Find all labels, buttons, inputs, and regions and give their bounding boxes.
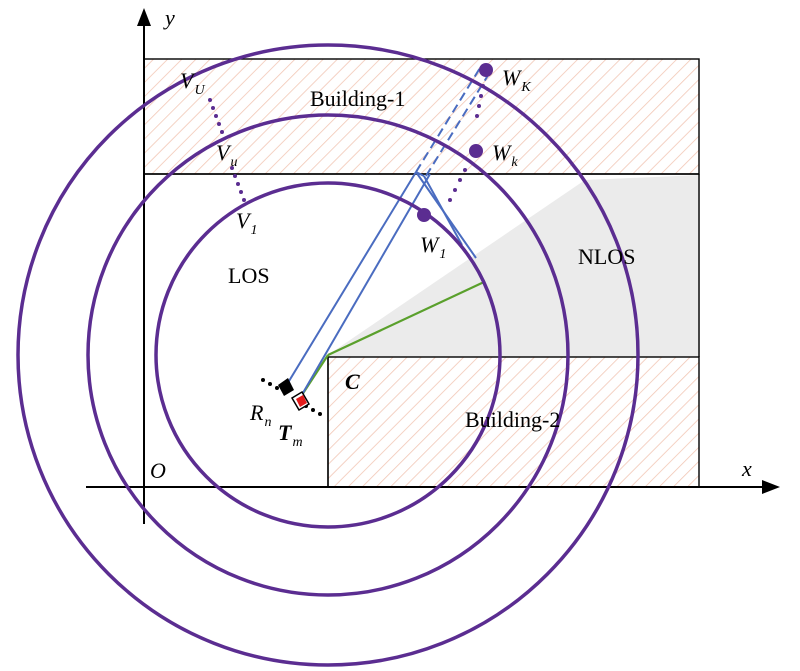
blue-ray-a [285,171,417,387]
corner-label: C [345,369,360,394]
circle-middle [86,113,570,597]
point-w-k [469,144,483,158]
w-trajectory-dots [448,84,485,202]
axis-x-label: x [741,456,752,481]
v-1-label: V1 [236,208,257,238]
circle-outer [16,43,640,667]
point-w-K [479,63,493,77]
v-U-label: VU [180,68,205,98]
circle-inner [154,181,502,529]
v-u-label: Vu [216,140,237,170]
building-2-label: Building-2 [465,407,560,432]
origin-label: O [150,458,166,483]
w-k-label: Wk [492,140,518,170]
receiver-marker-icon [278,378,294,396]
v-trajectory-dots [208,98,246,202]
blue-ray-b [299,173,431,399]
los-label: LOS [228,263,270,288]
building-1-label: Building-1 [310,86,405,111]
x-axis-arrow-icon [762,480,780,494]
nlos-label: NLOS [578,244,635,269]
r-n-label: Rn [249,400,271,430]
y-axis-arrow-icon [137,8,151,26]
receiver-array-dots [261,378,322,416]
blue-ray-e [415,171,425,177]
dashed-ray-2 [425,71,491,177]
axis-y-label: y [163,5,175,30]
point-w-1 [417,208,431,222]
w-K-label: WK [502,65,531,95]
w-1-label: W1 [420,232,446,262]
t-m-label: Tm [278,420,303,450]
transmitter-marker-icon [296,395,307,407]
green-ray-to-circle [327,281,485,356]
dashed-ray-1 [415,67,481,173]
blue-ray-d [423,175,463,246]
